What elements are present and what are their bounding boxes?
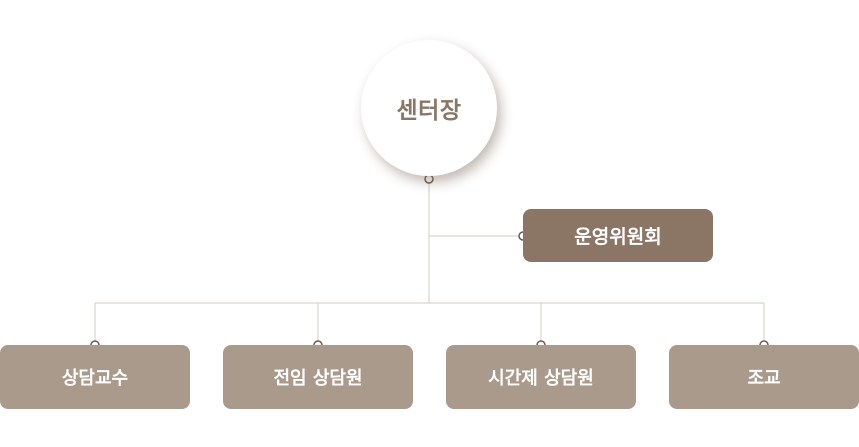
staff-node-counseling-professor: 상담교수 [0, 345, 190, 409]
center-director-label: 센터장 [396, 98, 462, 124]
staff-node-label: 조교 [747, 368, 781, 389]
center-director-node: 센터장 [361, 40, 497, 176]
connector-dot [424, 174, 434, 184]
staff-node-part-time-counselor: 시간제 상담원 [446, 345, 636, 409]
staff-node-assistant: 조교 [669, 345, 859, 409]
staff-node-label: 시간제 상담원 [488, 368, 594, 389]
steering-committee-node: 운영위원회 [523, 209, 713, 262]
staff-node-label: 상담교수 [61, 368, 129, 389]
steering-committee-label: 운영위원회 [574, 226, 662, 248]
staff-node-full-time-counselor: 전임 상담원 [223, 345, 413, 409]
staff-node-label: 전임 상담원 [273, 368, 363, 389]
